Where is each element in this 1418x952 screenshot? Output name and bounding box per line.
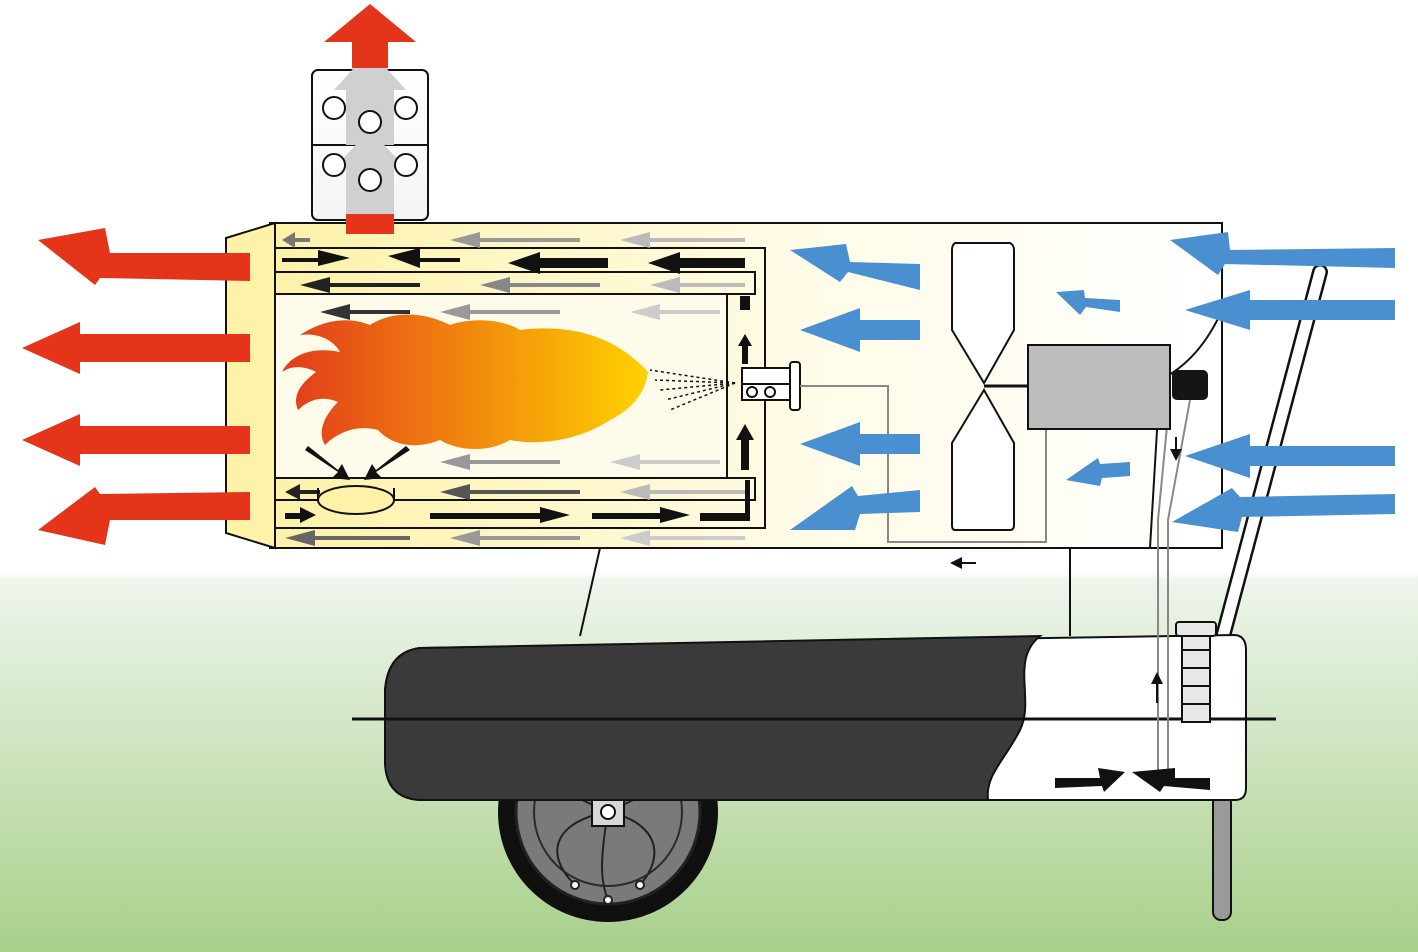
exhaust-chimney	[312, 50, 428, 234]
fuel-filter	[1176, 622, 1216, 722]
support-leg	[1213, 795, 1231, 920]
